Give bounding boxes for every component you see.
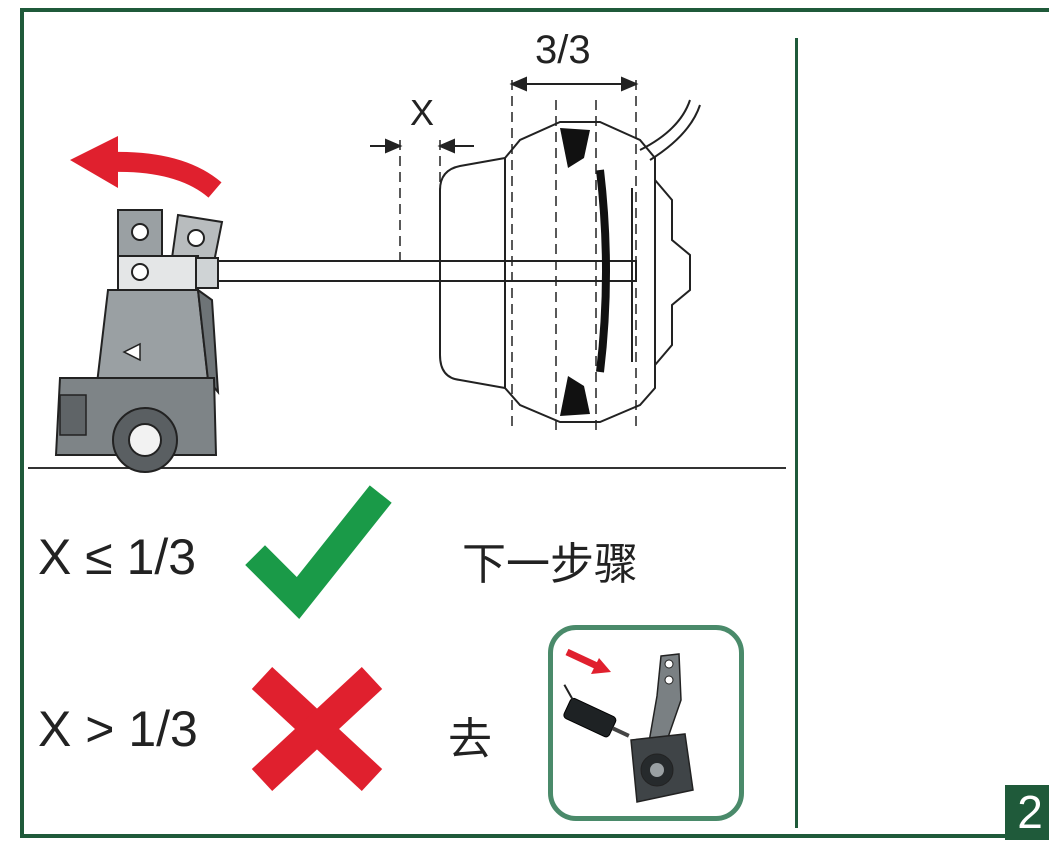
slack-adjuster-thumbnail[interactable] <box>548 625 744 821</box>
dimension-3-3 <box>509 76 639 92</box>
horizontal-divider <box>28 467 786 469</box>
dimension-label: 3/3 <box>535 28 591 72</box>
thumb-arrow-icon <box>565 648 611 674</box>
dimension-x <box>370 138 474 154</box>
push-rod <box>217 260 637 282</box>
socket-tool-icon <box>563 684 630 738</box>
reference-lines <box>399 80 637 432</box>
cross-icon <box>251 667 383 791</box>
outer-frame <box>20 8 1049 838</box>
condition-ok: X ≤ 1/3 <box>38 529 197 585</box>
brake-chamber-drawing <box>439 99 701 423</box>
vertical-divider <box>795 38 798 828</box>
page-number: 2 <box>1005 785 1049 840</box>
check-icon <box>245 485 392 619</box>
goto-label: 去 <box>448 714 492 765</box>
next-step-label: 下一步骤 <box>462 539 638 590</box>
rotate-arrow-icon <box>70 136 222 198</box>
slack-adjuster-drawing <box>54 209 224 473</box>
condition-fail: X > 1/3 <box>38 701 198 757</box>
diaphragm <box>560 128 610 416</box>
gap-label: X <box>410 92 435 133</box>
